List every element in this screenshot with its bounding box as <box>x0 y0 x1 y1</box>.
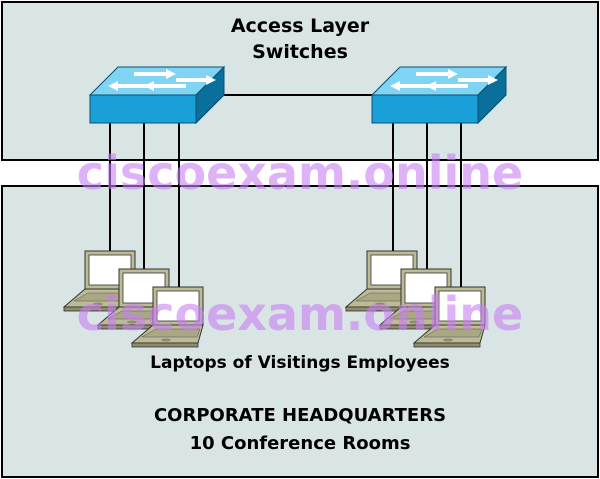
access-cables <box>109 120 462 290</box>
headquarters-panel <box>1 185 599 478</box>
laptops-label: Laptops of Visitings Employees <box>150 353 450 373</box>
conference-rooms-label: 10 Conference Rooms <box>189 433 411 454</box>
hq-title: CORPORATE HEADQUARTERS <box>153 405 447 426</box>
switch-icon <box>371 66 507 124</box>
access-layer-title: Access Layer <box>230 15 370 37</box>
switches-title: Switches <box>252 41 348 63</box>
switch-icon <box>89 66 225 124</box>
